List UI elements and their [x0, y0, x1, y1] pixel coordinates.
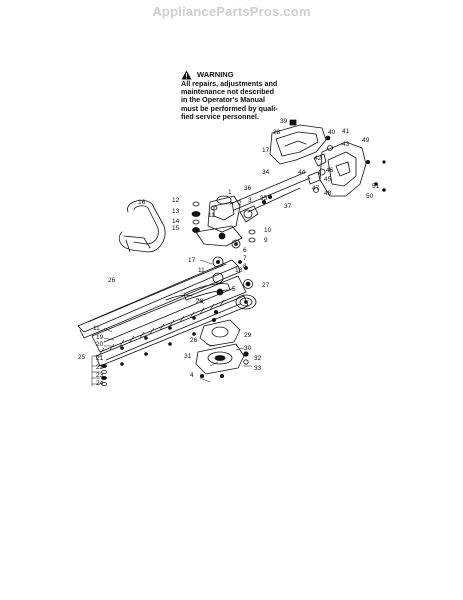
warning-title: WARNING — [197, 69, 234, 79]
warning-text: All repairs, adjustments and maintenance… — [181, 79, 278, 121]
callout-20: 20 — [96, 341, 104, 348]
callout-40: 40 — [328, 129, 336, 136]
callout-4: 4 — [190, 372, 194, 379]
callout-1: 1 — [228, 189, 232, 196]
callout-39: 39 — [280, 118, 288, 125]
callout-42: 42 — [314, 155, 322, 162]
drive-gear — [212, 256, 257, 310]
callout-11-middle: 11 — [198, 267, 205, 274]
callout-17-lower: 17 — [188, 257, 196, 264]
callout-12: 12 — [172, 197, 180, 204]
callout-11-upper: 11 — [208, 212, 215, 219]
callout-11-lower: 11 — [93, 325, 100, 332]
callout-44: 44 — [298, 169, 306, 176]
callout-16: 16 — [138, 199, 146, 206]
trigger-parts — [307, 135, 386, 193]
callout-18: 18 — [235, 267, 243, 274]
callout-17-upper: 17 — [262, 147, 270, 154]
mounting-hardware — [191, 201, 256, 270]
callout-47: 47 — [312, 185, 320, 192]
callout-36: 36 — [244, 185, 252, 192]
callout-46: 46 — [326, 167, 334, 174]
blade-scabbard — [77, 259, 241, 339]
callout-26-upper: 26 — [108, 277, 116, 284]
callout-3: 3 — [248, 197, 252, 204]
callout-29: 29 — [244, 332, 252, 339]
callout-9: 9 — [264, 237, 268, 244]
rear-handle-housing — [269, 119, 327, 165]
callout-8: 8 — [243, 263, 247, 270]
callout-43: 43 — [342, 141, 350, 148]
callout-23: 23 — [96, 372, 104, 379]
callout-33: 33 — [254, 365, 262, 372]
callout-19: 19 — [96, 334, 104, 341]
callout-25: 25 — [78, 354, 86, 361]
leader-lines — [91, 259, 253, 387]
warning-triangle-icon — [181, 70, 192, 80]
callout-21: 21 — [96, 355, 104, 362]
callout-26-lower: 26 — [190, 337, 198, 344]
drive-shaft-tube — [229, 171, 311, 213]
callout-35: 35 — [260, 195, 268, 202]
callout-38: 38 — [273, 129, 281, 136]
callout-48: 48 — [324, 190, 332, 197]
gear-housing-cover — [195, 309, 249, 378]
callout-45: 45 — [324, 176, 332, 183]
callout-2: 2 — [238, 200, 242, 207]
callout-14: 14 — [172, 218, 180, 225]
callout-30: 30 — [244, 345, 252, 352]
callout-labels: 1 2 3 4 5 6 7 8 9 10 11 11 11 12 13 14 1… — [78, 118, 380, 387]
callout-41: 41 — [342, 128, 350, 135]
callout-51: 51 — [372, 183, 380, 190]
callout-37: 37 — [284, 203, 292, 210]
callout-50: 50 — [366, 193, 374, 200]
callout-5: 5 — [232, 286, 236, 293]
warning-notice: WARNING All repairs, adjustments and mai… — [181, 70, 299, 121]
cutter-blade — [91, 275, 249, 367]
callout-7: 7 — [243, 255, 247, 262]
warning-header: WARNING — [181, 70, 299, 80]
callout-22: 22 — [96, 364, 104, 371]
callout-24: 24 — [96, 380, 104, 387]
right-handle-housing — [319, 141, 367, 197]
callout-6: 6 — [243, 247, 247, 254]
callout-32: 32 — [254, 355, 262, 362]
callout-31: 31 — [184, 353, 192, 360]
callout-49: 49 — [362, 137, 370, 144]
front-handle — [118, 199, 166, 253]
callout-28: 28 — [196, 298, 204, 305]
site-watermark: AppliancePartsPros.com — [152, 4, 311, 19]
gearbox-assembly — [195, 195, 259, 249]
callout-10: 10 — [264, 227, 272, 234]
callout-27: 27 — [262, 282, 270, 289]
callout-13: 13 — [172, 208, 180, 215]
blade-hardware — [101, 279, 253, 386]
callout-34: 34 — [262, 169, 270, 176]
callout-15: 15 — [172, 225, 180, 232]
